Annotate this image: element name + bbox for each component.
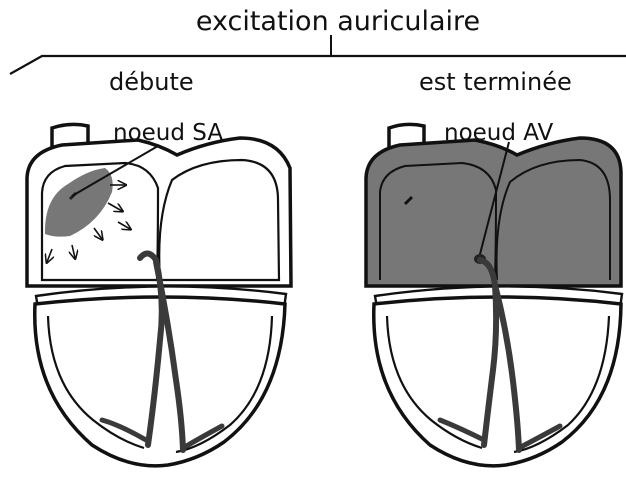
diagram-title: excitation auriculaire [196, 6, 480, 37]
right-heart: noeud AV [366, 120, 622, 466]
panel-right-label: est terminée [419, 68, 572, 96]
av-node-label: noeud AV [444, 120, 554, 146]
left-heart: noeud SA [27, 120, 291, 466]
panel-left-label: débute [109, 68, 194, 96]
sa-node-label: noeud SA [113, 120, 223, 146]
left-left-atrium [159, 160, 279, 280]
